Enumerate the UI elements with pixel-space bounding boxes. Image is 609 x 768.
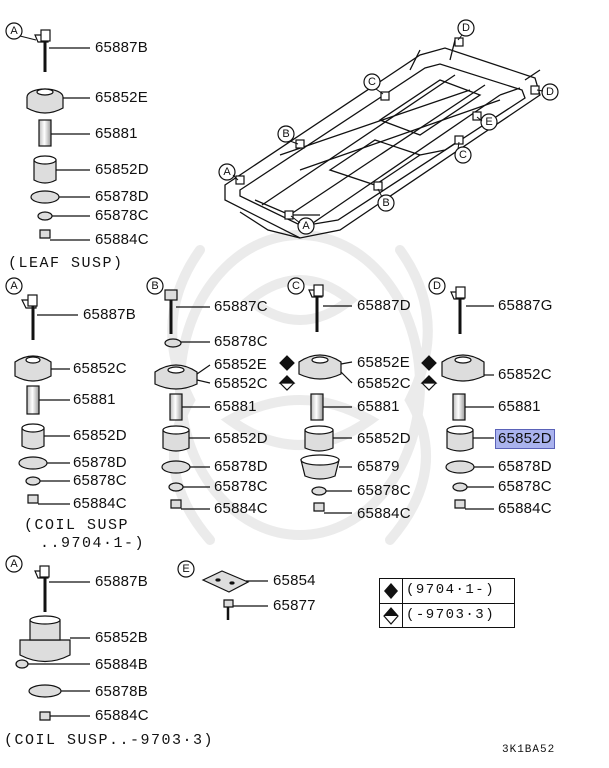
part-label[interactable]: 65852E — [95, 89, 148, 106]
part-label[interactable]: 65878D — [214, 458, 268, 475]
watermark-emblem — [167, 230, 433, 545]
old-coil-note: (COIL SUSP..-9703·3) — [4, 732, 215, 749]
old-coil-group-drawing — [15, 565, 90, 721]
frame-marker-b2: B — [382, 197, 390, 209]
marker-a-coil: A — [10, 280, 18, 292]
part-label[interactable]: 65884C — [95, 707, 149, 724]
frame-marker-b1: B — [282, 128, 290, 140]
part-label[interactable]: 65878D — [73, 454, 127, 471]
frame-marker-d1: D — [462, 22, 470, 34]
part-label[interactable]: 65877 — [273, 597, 316, 614]
frame-marker-a1: A — [223, 166, 231, 178]
part-label[interactable]: 65884C — [498, 500, 552, 517]
coil-a-group-drawing — [14, 294, 78, 505]
marker-a-leaf: A — [10, 25, 18, 37]
part-label[interactable]: 65852C — [498, 366, 552, 383]
diamond-symbols — [278, 355, 438, 391]
marker-d-coil: D — [433, 280, 441, 292]
marker-a-old-coil: A — [10, 558, 18, 570]
part-label[interactable]: 65887B — [95, 39, 148, 56]
part-label[interactable]: 65887D — [357, 297, 411, 314]
legend-text: (-9703·3) — [406, 607, 496, 623]
part-label[interactable]: 65884C — [357, 505, 411, 522]
part-label[interactable]: 65878C — [95, 207, 149, 224]
legend-row: (9704·1-) — [380, 579, 514, 603]
frame-marker-e: E — [485, 116, 493, 128]
part-label[interactable]: 65879 — [357, 458, 400, 475]
part-label[interactable]: 65878C — [357, 482, 411, 499]
coil-susp-note-1: (COIL SUSP — [24, 517, 130, 534]
highlighted-part-label[interactable]: 65852D — [495, 429, 555, 449]
frame-marker-d2: D — [546, 86, 554, 98]
e-group-drawing — [201, 570, 268, 620]
part-label[interactable]: 65852C — [357, 375, 411, 392]
legend-row: (-9703·3) — [380, 603, 514, 628]
part-label[interactable]: 65887G — [498, 297, 553, 314]
frame-marker-c2: C — [459, 149, 467, 161]
filled-diamond-icon — [380, 579, 403, 603]
part-label[interactable]: 65881 — [95, 125, 138, 142]
leaf-group-drawing — [26, 29, 90, 241]
part-label[interactable]: 65884C — [73, 495, 127, 512]
part-label[interactable]: 65852E — [214, 356, 267, 373]
coil-b-group-drawing — [154, 289, 211, 510]
frame-marker-c1: C — [368, 76, 376, 88]
half-diamond-icon — [380, 604, 403, 628]
marker-e: E — [182, 563, 190, 575]
part-label[interactable]: 65881 — [73, 391, 116, 408]
part-label[interactable]: 65878D — [498, 458, 552, 475]
part-label[interactable]: 65878B — [95, 683, 148, 700]
part-label[interactable]: 65852D — [214, 430, 268, 447]
part-label[interactable]: 65852D — [357, 430, 411, 447]
part-label[interactable]: 65852B — [95, 629, 148, 646]
frame-marker-a2: A — [302, 220, 310, 232]
part-label[interactable]: 65884C — [95, 231, 149, 248]
part-label[interactable]: 65852C — [214, 375, 268, 392]
part-label[interactable]: 65881 — [214, 398, 257, 415]
part-label[interactable]: 65878C — [498, 478, 552, 495]
part-label[interactable]: 65884B — [95, 656, 148, 673]
part-label[interactable]: 65878D — [95, 188, 149, 205]
coil-d-group-drawing — [441, 286, 494, 510]
marker-circles — [5, 19, 559, 578]
part-label[interactable]: 65852E — [357, 354, 410, 371]
part-label[interactable]: 65878C — [214, 478, 268, 495]
part-label[interactable]: 65852D — [95, 161, 149, 178]
part-label[interactable]: 65854 — [273, 572, 316, 589]
part-label[interactable]: 65887C — [214, 298, 268, 315]
part-label[interactable]: 65887B — [95, 573, 148, 590]
coil-c-group-drawing — [298, 284, 353, 514]
coil-susp-note-2: ..9704·1-) — [40, 535, 146, 552]
part-label[interactable]: 65878C — [73, 472, 127, 489]
part-label[interactable]: 65878C — [214, 333, 268, 350]
part-label[interactable]: 65881 — [498, 398, 541, 415]
chassis-frame — [224, 39, 541, 239]
marker-b-coil: B — [151, 280, 159, 292]
sheet-code: 3K1BA52 — [502, 744, 556, 756]
marker-c-coil: C — [292, 280, 300, 292]
legend-text: (9704·1-) — [406, 582, 496, 598]
leaf-susp-note: (LEAF SUSP) — [8, 255, 124, 272]
marker-leaders — [19, 34, 544, 224]
part-label[interactable]: 65852C — [73, 360, 127, 377]
part-label[interactable]: 65884C — [214, 500, 268, 517]
frame-mounts — [235, 37, 540, 220]
part-label[interactable]: 65852D — [73, 427, 127, 444]
part-label[interactable]: 65881 — [357, 398, 400, 415]
date-legend: (9704·1-) (-9703·3) — [379, 578, 515, 628]
part-label[interactable]: 65887B — [83, 306, 136, 323]
